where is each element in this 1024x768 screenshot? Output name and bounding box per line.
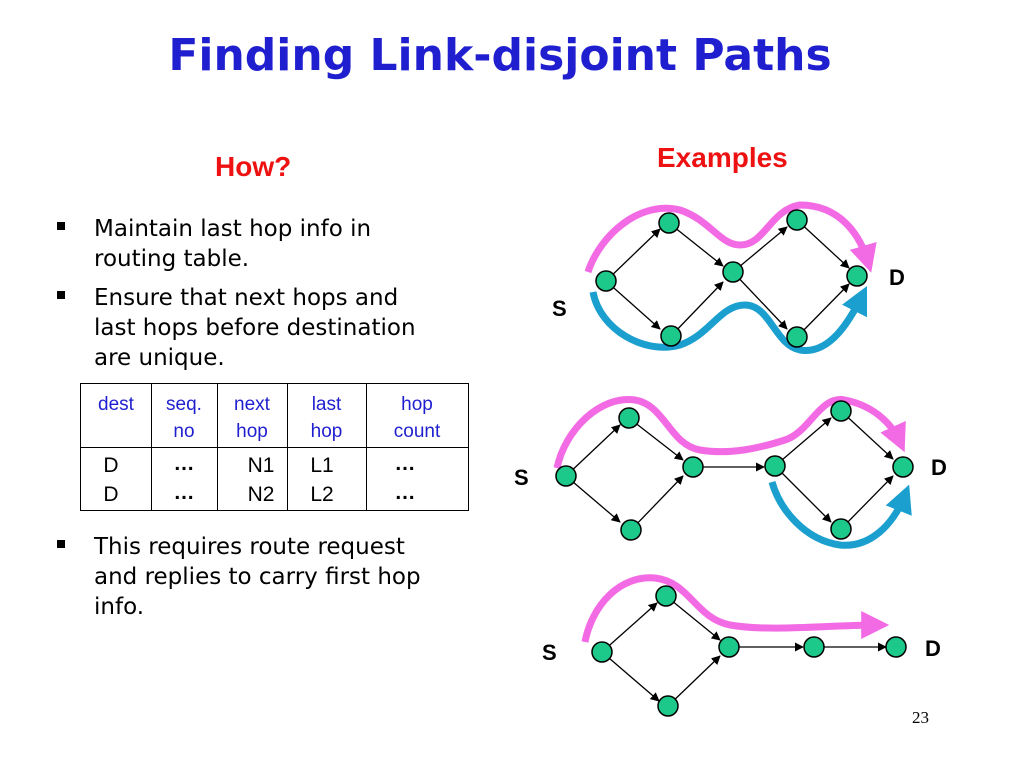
cell-dest: D bbox=[103, 454, 119, 477]
header-dest: dest bbox=[98, 394, 134, 415]
cell-next-hop: N2 bbox=[247, 483, 275, 506]
how-heading: How? bbox=[215, 151, 292, 182]
bullet-1: Maintain last hop info in routing table. bbox=[52, 214, 482, 274]
source-label: S bbox=[514, 465, 529, 490]
node bbox=[682, 456, 704, 478]
node bbox=[830, 400, 852, 422]
node bbox=[764, 455, 786, 477]
node bbox=[618, 407, 640, 429]
example-2: S D bbox=[514, 396, 947, 549]
path-blue bbox=[589, 285, 868, 354]
dest-label: D bbox=[925, 636, 941, 661]
node bbox=[595, 270, 617, 292]
node bbox=[718, 636, 740, 658]
cell-last-hop: L2 bbox=[310, 483, 334, 506]
node bbox=[591, 641, 613, 663]
path-pink bbox=[553, 396, 906, 469]
table-col-divider bbox=[217, 384, 218, 510]
cell-seq: … bbox=[173, 481, 195, 504]
table-col-divider bbox=[366, 384, 367, 510]
example-1: S D bbox=[552, 201, 905, 354]
node bbox=[660, 325, 682, 347]
cell-next-hop: N1 bbox=[247, 454, 275, 477]
table-header-divider bbox=[81, 447, 468, 448]
node bbox=[555, 465, 577, 487]
source-label: S bbox=[552, 296, 567, 321]
bullet-square-icon bbox=[57, 540, 65, 548]
node bbox=[786, 326, 808, 348]
node bbox=[830, 518, 852, 540]
node bbox=[892, 456, 914, 478]
dest-label: D bbox=[889, 265, 905, 290]
table-col-divider bbox=[287, 384, 288, 510]
slide-title: Finding Link-disjoint Paths bbox=[168, 30, 832, 81]
examples-heading: Examples bbox=[657, 142, 788, 173]
node bbox=[657, 695, 679, 717]
node bbox=[846, 265, 868, 287]
example-3: S D bbox=[542, 574, 941, 717]
table-col-divider bbox=[151, 384, 152, 510]
path-blue bbox=[768, 480, 912, 549]
cell-seq: … bbox=[173, 452, 195, 475]
node bbox=[620, 519, 642, 541]
node bbox=[722, 261, 744, 283]
node bbox=[803, 636, 825, 658]
node bbox=[658, 212, 680, 234]
cell-hop-count: … bbox=[394, 452, 416, 475]
bullet-square-icon bbox=[57, 222, 65, 230]
cell-last-hop: L1 bbox=[310, 454, 334, 477]
dest-label: D bbox=[931, 455, 947, 480]
bullet-square-icon bbox=[57, 291, 65, 299]
source-label: S bbox=[542, 640, 557, 665]
path-pink bbox=[581, 574, 890, 643]
node bbox=[655, 585, 677, 607]
bullet-2: Ensure that next hops and last hops befo… bbox=[52, 283, 482, 373]
cell-dest: D bbox=[103, 483, 119, 506]
cell-hop-count: … bbox=[394, 481, 416, 504]
node bbox=[786, 209, 808, 231]
header-seq-no: seq.no bbox=[166, 394, 202, 442]
bullet-3: This requires route request and replies … bbox=[52, 532, 492, 622]
node bbox=[885, 636, 907, 658]
page-number: 23 bbox=[912, 708, 929, 727]
path-pink bbox=[584, 201, 877, 274]
